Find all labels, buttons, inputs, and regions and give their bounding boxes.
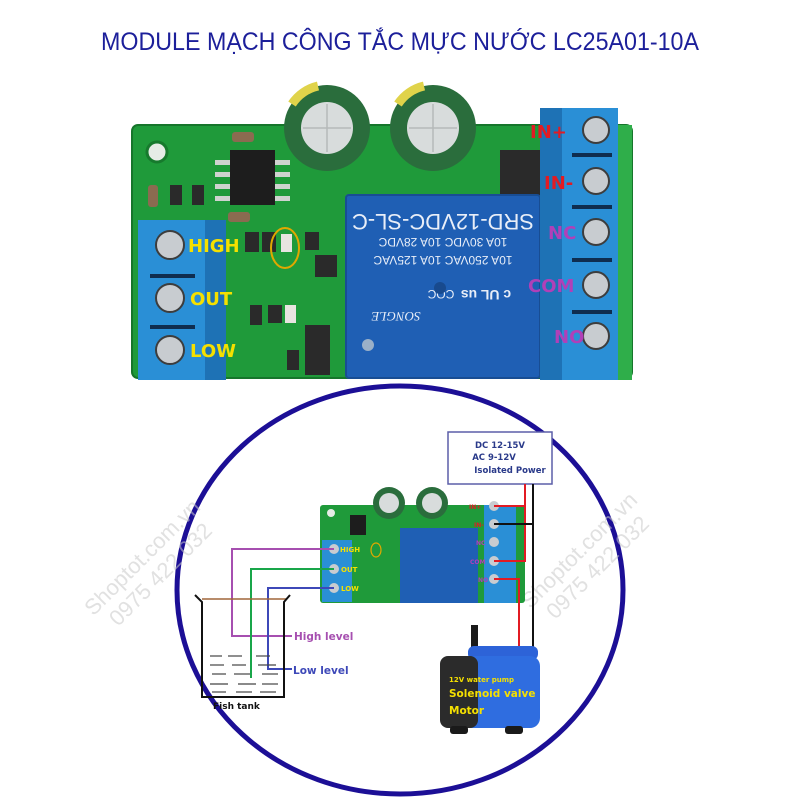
svg-text:IN+: IN+: [469, 504, 481, 511]
power-supply-box: DC 12-15V AC 9-12V Isolated Power: [447, 431, 553, 485]
terminal-label-high: HIGH: [188, 236, 240, 257]
water-pump: 12V water pump Solenoid valve Motor: [440, 625, 540, 734]
screw-nc[interactable]: [582, 218, 610, 246]
terminal-label-no: NO: [554, 327, 584, 348]
relay-cert-ul: c UL us: [461, 287, 512, 303]
screw-low[interactable]: [155, 335, 185, 365]
page-title: MODULE MẠCH CÔNG TẮC MỰC NƯỚC LC25A01-10…: [101, 28, 699, 56]
relay-cert-cqc: CQC: [427, 287, 454, 301]
svg-text:IN-: IN-: [474, 522, 484, 529]
svg-text:COM: COM: [470, 559, 486, 566]
screw-out[interactable]: [155, 283, 185, 313]
wire-out: [250, 568, 334, 678]
ic-chip: [230, 150, 275, 205]
wire-low: [267, 587, 334, 670]
mounting-hole: [145, 140, 169, 164]
terminal-block-left: [138, 220, 226, 380]
terminal-label-nc: NC: [548, 223, 576, 244]
svg-text:NO: NO: [478, 577, 488, 584]
terminal-label-com: COM: [528, 276, 574, 297]
terminal-label-in-minus: IN-: [544, 173, 573, 194]
pcb-module-small: HIGH OUT LOW IN+ IN- NC COM NO: [320, 487, 525, 603]
capacitor-right: [390, 81, 476, 171]
pump-label-1: 12V water pump: [449, 676, 514, 684]
led-indicator: [281, 234, 292, 252]
relay-brand: SONGLE: [371, 309, 420, 324]
relay-rating-1: 10A 30VDC 10A 28VDC: [378, 235, 507, 249]
tank-label: Fish tank: [213, 702, 261, 712]
terminal-label-out: OUT: [190, 289, 233, 310]
terminal-block-right: [540, 108, 632, 380]
wire-no: [494, 578, 520, 648]
small-label-high: HIGH: [340, 546, 360, 554]
screw-com[interactable]: [582, 271, 610, 299]
relay-model: SRD-12VDC-SL-C: [352, 209, 534, 234]
small-label-low: LOW: [341, 585, 359, 593]
low-level-label: Low level: [293, 665, 349, 677]
small-label-out: OUT: [341, 566, 358, 574]
screw-in-minus[interactable]: [582, 167, 610, 195]
led-highlight-circle: [270, 227, 300, 269]
wire-high: [231, 548, 334, 637]
wiring: [231, 484, 534, 678]
terminal-label-low: LOW: [190, 341, 236, 362]
svg-text:NC: NC: [476, 540, 486, 547]
power-line-1: DC 12-15V: [475, 441, 525, 451]
relay: SRD-12VDC-SL-C 10A 30VDC 10A 28VDC 10A 2…: [345, 194, 541, 379]
high-level-label: High level: [294, 631, 353, 643]
capacitor-left: [284, 81, 370, 171]
screw-high[interactable]: [155, 230, 185, 260]
screw-in-plus[interactable]: [582, 116, 610, 144]
pump-label-3: Motor: [449, 705, 485, 717]
pcb-module-large: SRD-12VDC-SL-C 10A 30VDC 10A 28VDC 10A 2…: [131, 81, 633, 380]
power-line-3: Isolated Power: [474, 466, 546, 476]
pump-label-2: Solenoid valve: [449, 688, 535, 700]
screw-no[interactable]: [582, 322, 610, 350]
relay-rating-2: 10A 250VAC 10A 125VAC: [373, 253, 512, 267]
power-line-2: AC 9-12V: [472, 453, 516, 463]
fish-tank: Fish tank: [194, 594, 291, 712]
terminal-label-in-plus: IN+: [530, 122, 567, 143]
